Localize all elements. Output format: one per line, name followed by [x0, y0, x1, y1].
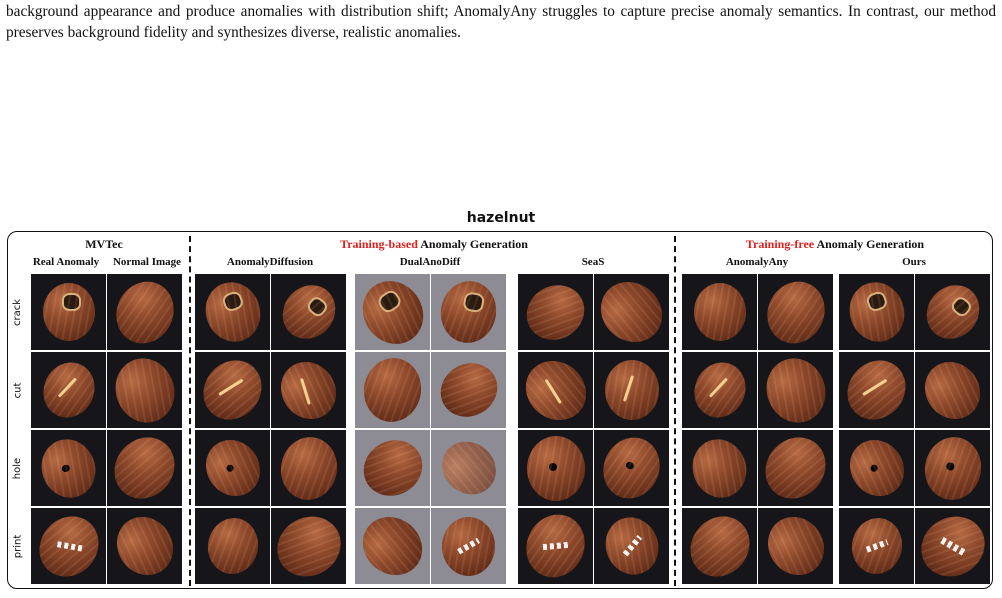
- hazelnut-image-crack-9: [758, 274, 833, 350]
- row-label-print: print: [12, 534, 24, 558]
- column-header-seas: SeaS: [581, 256, 605, 268]
- dashed-divider-1: [189, 236, 191, 586]
- hazelnut-image-cut-7: [594, 352, 669, 428]
- column-header-dualanodiff: DualAnoDiff: [399, 256, 461, 268]
- hazelnut-image-cut-0: [31, 352, 106, 428]
- column-header-ours: Ours: [902, 256, 926, 268]
- hazelnut-image-crack-7: [594, 274, 669, 350]
- column-header-real-anomaly: Real Anomaly: [32, 256, 100, 268]
- hazelnut-image-crack-10: [839, 274, 914, 350]
- hazelnut-image-cut-6: [518, 352, 593, 428]
- hazelnut-image-print-10: [839, 508, 914, 584]
- hazelnut-image-cut-5: [431, 352, 506, 428]
- hazelnut-image-crack-8: [682, 274, 757, 350]
- hazelnut-image-hole-8: [682, 430, 757, 506]
- hazelnut-image-hole-7: [594, 430, 669, 506]
- hazelnut-image-hole-4: [355, 430, 430, 506]
- hazelnut-image-crack-3: [271, 274, 346, 350]
- hazelnut-image-hole-3: [271, 430, 346, 506]
- hazelnut-image-print-7: [594, 508, 669, 584]
- dashed-divider-2: [674, 236, 676, 586]
- hazelnut-image-hole-6: [518, 430, 593, 506]
- hazelnut-image-cut-3: [271, 352, 346, 428]
- group-header-training-based: Training-based Anomaly Generation: [340, 237, 528, 251]
- hazelnut-image-print-0: [31, 508, 106, 584]
- hazelnut-image-cut-2: [195, 352, 270, 428]
- hazelnut-image-print-2: [195, 508, 270, 584]
- column-header-normal-image: Normal Image: [112, 256, 182, 268]
- hazelnut-image-cut-1: [107, 352, 182, 428]
- hazelnut-image-print-5: [431, 508, 506, 584]
- hazelnut-image-hole-9: [758, 430, 833, 506]
- hazelnut-image-hole-11: [915, 430, 990, 506]
- row-label-crack: crack: [12, 298, 24, 326]
- hazelnut-image-print-1: [107, 508, 182, 584]
- hazelnut-image-cut-8: [682, 352, 757, 428]
- hazelnut-image-hole-2: [195, 430, 270, 506]
- hazelnut-image-crack-5: [431, 274, 506, 350]
- hazelnut-image-crack-4: [355, 274, 430, 350]
- hazelnut-image-hole-10: [839, 430, 914, 506]
- group-header-training-free: Training-free Anomaly Generation: [745, 237, 925, 251]
- hazelnut-image-crack-1: [107, 274, 182, 350]
- group-header-mvtec: MVTec: [85, 237, 123, 251]
- hazelnut-image-print-9: [758, 508, 833, 584]
- hazelnut-image-print-6: [518, 508, 593, 584]
- hazelnut-image-crack-0: [31, 274, 106, 350]
- hazelnut-image-crack-6: [518, 274, 593, 350]
- row-label-cut: cut: [12, 382, 24, 398]
- column-header-anomalyany: AnomalyAny: [725, 256, 789, 268]
- figure-title: hazelnut: [466, 210, 536, 226]
- hazelnut-image-crack-2: [195, 274, 270, 350]
- hazelnut-image-hole-1: [107, 430, 182, 506]
- figure-frame: [7, 231, 993, 589]
- hazelnut-image-cut-11: [915, 352, 990, 428]
- hazelnut-image-print-8: [682, 508, 757, 584]
- hazelnut-image-print-3: [271, 508, 346, 584]
- figure-caption: background appearance and produce anomal…: [6, 3, 996, 41]
- hazelnut-image-crack-11: [915, 274, 990, 350]
- row-label-hole: hole: [12, 457, 24, 479]
- hazelnut-image-print-11: [915, 508, 990, 584]
- hazelnut-image-hole-5: [431, 430, 506, 506]
- hazelnut-image-cut-10: [839, 352, 914, 428]
- column-header-anomalydiffusion: AnomalyDiffusion: [226, 256, 314, 268]
- hazelnut-image-print-4: [355, 508, 430, 584]
- hazelnut-image-hole-0: [31, 430, 106, 506]
- hazelnut-image-cut-4: [355, 352, 430, 428]
- hazelnut-image-cut-9: [758, 352, 833, 428]
